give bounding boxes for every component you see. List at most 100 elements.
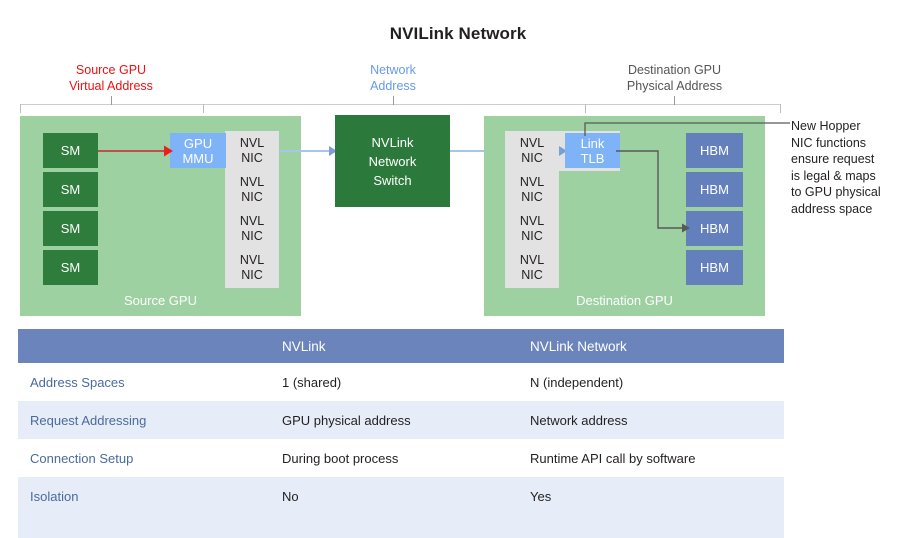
zone-label-destination-gpu-line1: Destination GPU [627,63,722,77]
hopper-nic-annotation-line3: ensure request [791,152,875,166]
leader-line-link-tlb-annotation [584,122,790,136]
gpu-mmu-chip[interactable]: GPU MMU [170,133,226,168]
source-nvl-nic-2-line2: NIC [241,190,263,204]
destination-gpu-label: Destination GPU [576,293,673,308]
zone-label-source-gpu-line2: Virtual Address [69,79,153,93]
sm-block-1[interactable]: SM [43,133,98,168]
hopper-nic-annotation-line5: to GPU physical [791,185,881,199]
hbm-block-1-label: HBM [700,143,729,158]
arrow-into-link-tlb [559,146,567,156]
table-row: Request Addressing GPU physical address … [18,401,784,439]
hopper-nic-annotation-line6: address space [791,201,873,216]
table-cell-nvlinknet-connection-setup: Runtime API call by software [530,450,696,466]
source-nvl-nic-3-line1: NVL [239,214,265,228]
sm-block-4[interactable]: SM [43,250,98,285]
comparison-table: NVLink NVLink Network Address Spaces 1 (… [18,329,784,538]
sm-block-1-label: SM [60,143,81,158]
hbm-block-3[interactable]: HBM [686,211,743,246]
gpu-mmu-chip-line1: GPU [183,135,213,151]
hbm-block-2[interactable]: HBM [686,172,743,207]
nvlink-network-switch-line3: Switch [373,172,412,188]
nvlink-network-switch-line2: Network [368,153,417,169]
table-cell-nvlink-connection-setup: During boot process [282,450,399,466]
dest-nvl-nic-4-line2: NIC [521,268,543,282]
link-tlb-chip[interactable]: Link TLB [565,133,620,168]
table-header-nvlink: NVLink [282,338,326,354]
dest-nvl-nic-2-line2: NIC [521,190,543,204]
hopper-nic-annotation-line1: New Hopper [791,119,861,133]
source-nvl-nic-3[interactable]: NVL NIC [225,209,279,249]
dest-nvl-nic-1[interactable]: NVL NIC [505,131,559,171]
bracket-tick-network [393,96,394,105]
hbm-block-3-label: HBM [700,221,729,236]
page-title: NVILink Network [389,24,527,43]
nvlink-network-switch-line1: NVLink [371,134,414,150]
link-tlb-chip-line2: TLB [580,150,605,166]
table-header-blank [18,329,282,363]
hbm-block-2-label: HBM [700,182,729,197]
bracket-divider-source-network [203,104,204,113]
dest-nvl-nic-4[interactable]: NVL NIC [505,248,559,288]
source-nvl-nic-3-line2: NIC [241,229,263,243]
dest-nvl-nic-1-line1: NVL [519,136,545,150]
bracket-tick-source-gpu [111,96,112,105]
dest-nvl-nic-4-line1: NVL [519,253,545,267]
dest-nvl-nic-2[interactable]: NVL NIC [505,170,559,210]
table-cell-nvlink-isolation: No [282,488,299,504]
zone-label-source-gpu: Source GPU Virtual Address [36,62,186,94]
link-tlb-chip-line1: Link [580,135,605,151]
hopper-nic-annotation: New Hopper NIC functions ensure request … [791,118,913,217]
table-row-label-isolation: Isolation [30,488,79,504]
table-header-row: NVLink NVLink Network [18,329,784,363]
table-row-label-connection-setup: Connection Setup [30,450,134,466]
bracket-horizontal-rule [20,104,781,105]
gpu-mmu-chip-line2: MMU [182,150,214,166]
nvlink-network-switch[interactable]: NVLink Network Switch [335,115,450,207]
bracket-end-left [20,104,21,113]
dest-nvl-nic-3-line1: NVL [519,214,545,228]
sm-block-2[interactable]: SM [43,172,98,207]
zone-label-network-address: Network Address [333,62,453,94]
table-row: Address Spaces 1 (shared) N (independent… [18,363,784,401]
arrow-sm-to-gpu-mmu [98,145,173,157]
source-nvl-nic-1-line2: NIC [241,151,263,165]
comparison-table-body: Address Spaces 1 (shared) N (independent… [18,363,784,538]
comparison-table-head: NVLink NVLink Network [18,329,784,363]
zone-label-destination-gpu-line2: Physical Address [626,79,723,93]
dest-nvl-nic-3[interactable]: NVL NIC [505,209,559,249]
sm-block-3[interactable]: SM [43,211,98,246]
source-nvl-nic-1-line1: NVL [239,136,265,150]
dest-nvl-nic-2-line1: NVL [519,175,545,189]
table-cell-nvlinknet-isolation: Yes [530,488,552,504]
table-row: Isolation No Yes [18,477,784,515]
bracket-divider-network-destination [585,104,586,113]
arrow-source-nic-to-switch [280,146,337,156]
zone-label-network-address-line1: Network [370,63,416,77]
hopper-nic-annotation-line4: is legal & maps [791,168,876,183]
bracket-end-right [780,104,781,113]
source-nvl-nic-4[interactable]: NVL NIC [225,248,279,288]
source-nvl-nic-2[interactable]: NVL NIC [225,170,279,210]
zone-label-source-gpu-line1: Source GPU [75,63,147,77]
source-nvl-nic-1[interactable]: NVL NIC [225,131,279,171]
table-row-filler [18,515,784,538]
dest-nvl-nic-3-line2: NIC [521,229,543,243]
hbm-block-4[interactable]: HBM [686,250,743,285]
source-nvl-nic-2-line1: NVL [239,175,265,189]
hbm-block-4-label: HBM [700,260,729,275]
connector-link-tlb-to-hbm3 [616,150,690,233]
sm-block-4-label: SM [60,260,81,275]
table-cell-nvlink-address-spaces: 1 (shared) [282,374,342,390]
sm-block-3-label: SM [60,221,81,236]
bracket-tick-destination-gpu [674,96,675,105]
source-nvl-nic-4-line1: NVL [239,253,265,267]
source-gpu-label: Source GPU [124,293,197,308]
table-row-label-address-spaces: Address Spaces [30,374,125,390]
table-cell-nvlinknet-address-spaces: N (independent) [530,374,624,390]
table-cell-nvlinknet-request-addressing: Network address [530,412,628,428]
hopper-nic-annotation-line2: NIC functions [791,135,867,150]
hbm-block-1[interactable]: HBM [686,133,743,168]
zone-label-destination-gpu: Destination GPU Physical Address [597,62,752,94]
source-nvl-nic-4-line2: NIC [241,268,263,282]
